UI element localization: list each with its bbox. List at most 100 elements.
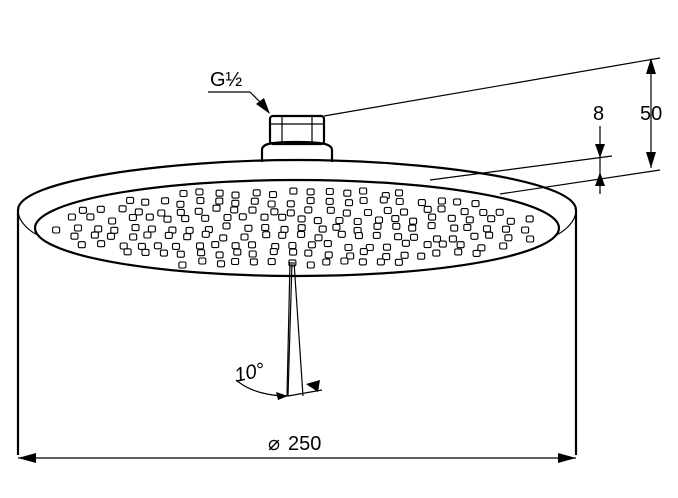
nozzle (304, 206, 313, 214)
nozzle (96, 205, 105, 213)
nozzle (463, 223, 472, 231)
nozzle (216, 260, 226, 268)
nozzle (354, 232, 363, 240)
nozzle (278, 213, 287, 221)
nozzle (110, 226, 119, 234)
shower-head-body (16, 158, 578, 455)
nozzle (222, 222, 231, 230)
nozzle (297, 224, 306, 232)
nozzle (67, 213, 76, 221)
nozzle (417, 199, 426, 207)
nozzle (432, 249, 441, 257)
nozzle (454, 248, 463, 256)
nozzle (423, 241, 432, 249)
spray-line-left (286, 261, 291, 397)
connector-base (260, 140, 334, 162)
nozzle (128, 213, 137, 222)
nozzle (215, 197, 224, 205)
nozzle (147, 225, 156, 233)
nozzle (456, 241, 465, 249)
nozzle (183, 233, 192, 241)
nozzle (250, 197, 259, 205)
thread-callout: G½ (208, 69, 270, 114)
nozzle (394, 189, 404, 197)
nozzle (252, 189, 261, 197)
nozzle (164, 231, 173, 239)
nozzle (392, 222, 401, 230)
nozzle (108, 217, 117, 225)
dim-8-arrow-top (595, 144, 605, 158)
nozzle (195, 188, 204, 196)
nozzle (240, 233, 249, 241)
nozzle (337, 230, 346, 238)
spray-angle: 10° (232, 261, 323, 400)
dim-50-label: 50 (640, 103, 662, 125)
nozzle (526, 235, 535, 243)
nozzle (521, 226, 530, 234)
nozzle (118, 205, 127, 213)
nozzle (423, 205, 432, 213)
nozzle (145, 213, 154, 221)
nozzle (185, 226, 194, 234)
nozzle (504, 234, 513, 242)
nozzle (77, 241, 86, 249)
angle-arrow-left (276, 392, 288, 400)
nozzle (453, 198, 462, 206)
nozzle (270, 208, 279, 216)
nozzle (126, 196, 135, 204)
nozzle (211, 241, 220, 249)
nozzle (335, 216, 344, 225)
nozzle (437, 197, 446, 205)
nozzle (289, 248, 298, 256)
nozzle (201, 214, 210, 222)
nozzle (365, 243, 374, 252)
nozzle (73, 224, 83, 232)
nozzle (286, 200, 295, 208)
nozzle (260, 213, 269, 221)
nozzle (106, 232, 116, 240)
nozzle (286, 209, 295, 217)
nozzle (157, 209, 166, 217)
nozzle (325, 187, 334, 196)
nozzle (408, 224, 417, 232)
nozzle (358, 258, 367, 266)
nozzle (129, 233, 138, 241)
ext-line-top (323, 57, 661, 117)
nozzle (194, 207, 203, 215)
nozzle (231, 191, 240, 199)
nozzle (495, 208, 504, 216)
nozzle (306, 197, 315, 205)
diameter-label: 250 (288, 433, 321, 455)
dim-50-arrow-top (646, 58, 656, 74)
nozzle (307, 241, 316, 249)
nozzle (322, 258, 331, 266)
nozzle (171, 242, 181, 250)
thread-connector (260, 114, 334, 162)
nozzle (247, 241, 257, 249)
nozzle (261, 223, 270, 232)
nozzle (297, 230, 306, 238)
nozzle (219, 234, 228, 242)
nozzle (447, 214, 456, 222)
nozzle (372, 231, 381, 239)
nozzle (428, 213, 437, 221)
nozzle (479, 208, 488, 217)
nozzle (472, 249, 481, 257)
nozzle (346, 252, 355, 260)
nozzle (179, 189, 188, 198)
nozzle (353, 217, 362, 226)
thread-label: G½ (210, 69, 243, 91)
nozzle (359, 248, 368, 256)
nozzle (363, 208, 373, 217)
nozzle (196, 197, 205, 205)
diameter-dimension: ⌀ 250 (18, 433, 576, 463)
nozzle (427, 222, 436, 230)
nozzle (137, 242, 146, 250)
nozzle (248, 250, 257, 258)
ext-line-disk-face (499, 169, 661, 195)
nozzle (499, 242, 508, 250)
nozzle (215, 189, 224, 197)
nozzle (437, 205, 446, 213)
nozzle (379, 196, 388, 204)
nozzle (269, 248, 278, 256)
